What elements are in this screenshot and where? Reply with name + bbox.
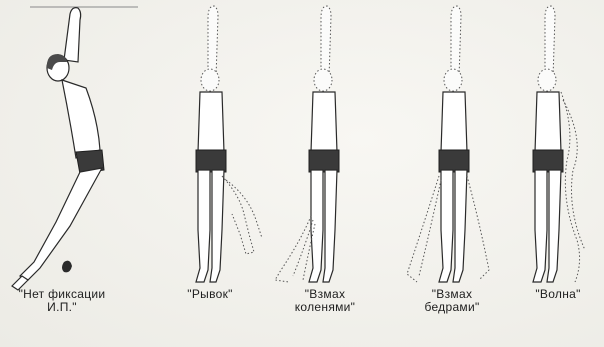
figure-jerk	[170, 0, 270, 290]
caption-knee-swing: "Взмах коленями"	[260, 288, 390, 314]
figure-wave	[505, 0, 604, 290]
caption-jerk: "Рывок"	[145, 288, 275, 301]
figure-hip-swing	[405, 0, 505, 290]
caption-no-fixation: "Нет фиксации И.П."	[0, 288, 127, 314]
figure-knee-swing	[275, 0, 375, 290]
caption-wave: "Волна"	[493, 288, 604, 301]
figure-no-fixation	[0, 0, 120, 290]
